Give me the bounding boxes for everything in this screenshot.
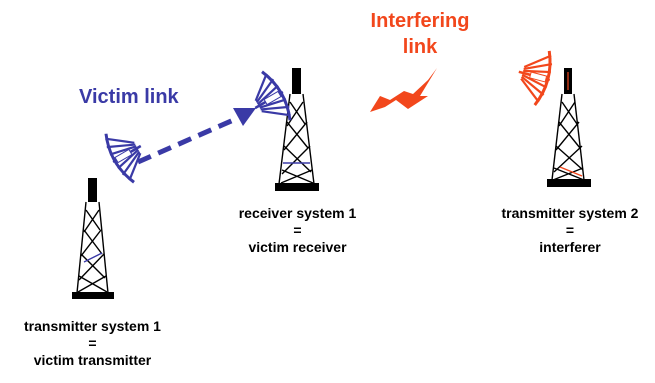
- tower-top-block: [88, 178, 97, 202]
- arrowhead: [233, 108, 256, 126]
- label-line: transmitter system 2: [501, 205, 639, 221]
- label-transmitter-2: transmitter system 2 = interferer: [470, 205, 655, 256]
- label-equals: =: [293, 222, 302, 238]
- label-line: interferer: [539, 239, 601, 255]
- feed-cable: [83, 252, 103, 263]
- victim-link-arrow: [136, 108, 256, 165]
- victim-transmitter-antenna: [104, 133, 142, 184]
- interfering-link-arrow: [370, 68, 437, 112]
- label-equals: =: [88, 335, 97, 351]
- victim-link-label: Victim link: [79, 86, 179, 109]
- tower-transmitter-1: [72, 178, 114, 299]
- tower-transmitter-2: [547, 68, 591, 187]
- label-line: victim receiver: [248, 239, 347, 255]
- tower-receiver-1: [275, 68, 319, 191]
- tower-top-block: [292, 68, 301, 94]
- victim-link-text: Victim link: [79, 86, 179, 108]
- interfering-link-line2: link: [402, 36, 438, 58]
- feed-cable: [559, 166, 583, 177]
- interfering-link-line1: Interfering: [370, 10, 470, 32]
- label-line: victim transmitter: [33, 352, 152, 368]
- label-line: receiver system 1: [238, 205, 357, 221]
- label-equals: =: [565, 222, 575, 238]
- tower-base: [275, 183, 319, 191]
- label-receiver-1: receiver system 1 = victim receiver: [210, 205, 385, 256]
- tower-base: [72, 292, 114, 299]
- label-line: transmitter system 1: [24, 318, 161, 334]
- tower-base: [547, 179, 591, 187]
- interferer-antenna: [518, 50, 553, 106]
- interfering-link-label: Interfering link: [360, 8, 480, 60]
- label-transmitter-1: transmitter system 1 = victim transmitte…: [0, 318, 185, 369]
- victim-receiver-antenna: [254, 70, 292, 121]
